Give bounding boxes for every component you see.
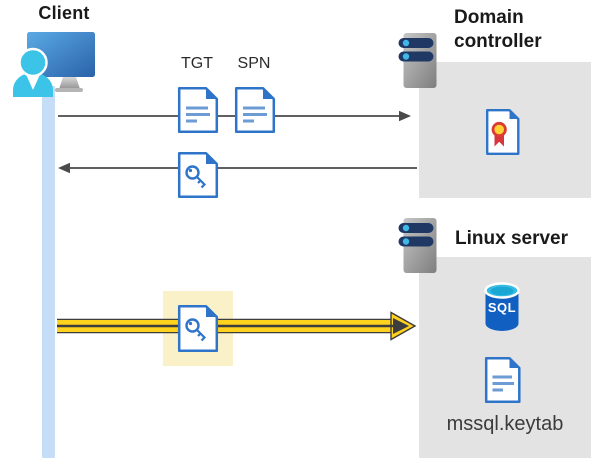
client-timeline-bar <box>42 86 55 458</box>
tgt-document-icon <box>177 86 219 134</box>
sql-database-icon <box>484 282 520 331</box>
linux-server-title: Linux server <box>455 228 568 249</box>
keytab-file-label: mssql.keytab <box>446 413 564 435</box>
tgt-label: TGT <box>181 55 213 72</box>
request-arrow <box>58 110 411 122</box>
sql-database-label: SQL <box>487 300 517 315</box>
client-title: Client <box>38 3 90 23</box>
client-workstation-icon <box>13 32 95 97</box>
certificate-icon <box>486 109 520 155</box>
spn-label: SPN <box>237 55 271 72</box>
domain-controller-title: Domain controller <box>454 7 542 53</box>
key-ticket-icon <box>177 151 219 199</box>
highlighted-key-ticket-icon <box>177 304 219 353</box>
highlighted-auth-arrow <box>57 311 417 341</box>
domain-controller-server-icon <box>398 33 437 88</box>
keytab-document-icon <box>484 356 521 404</box>
response-arrow <box>58 162 417 174</box>
linux-server-icon <box>398 218 437 273</box>
spn-document-icon <box>234 86 276 134</box>
